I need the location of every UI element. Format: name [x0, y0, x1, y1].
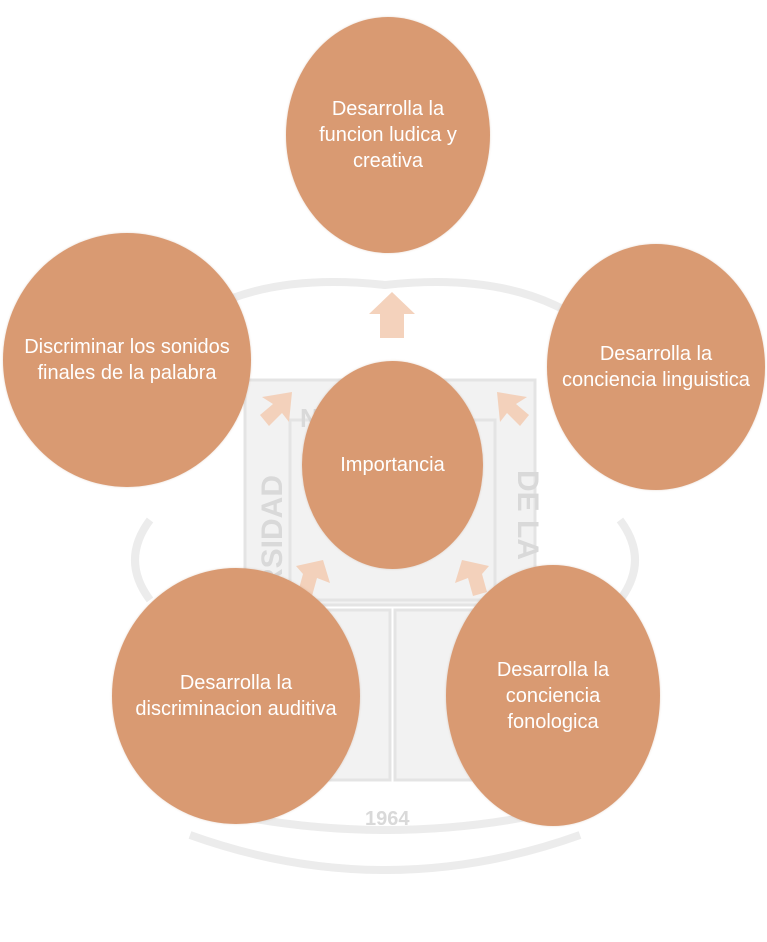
center-label: Importancia [340, 454, 445, 476]
node-conciencia-linguistica: Desarrolla la conciencia linguistica [547, 244, 765, 490]
node-importancia-center: Importancia [302, 361, 483, 569]
node-label: Desarrolla la conciencia fonologica [496, 658, 610, 733]
arrow-down-right [455, 560, 489, 596]
node-label: Desarrolla la funcion ludica y creativa [319, 98, 457, 172]
node-label: Desarrolla la conciencia linguistica [562, 343, 750, 391]
node-sonidos-finales: Discriminar los sonidos finales de la pa… [3, 233, 251, 487]
watermark-right-text: DE LA [511, 470, 544, 560]
node-label: Discriminar los sonidos finales de la pa… [24, 336, 230, 384]
arrow-down-left [296, 560, 330, 596]
arrow-up [369, 292, 415, 338]
arrow-up-right [497, 392, 529, 426]
watermark-year: 1964 [365, 808, 410, 830]
node-discriminacion-auditiva: Desarrolla la discriminacion auditiva [112, 568, 360, 824]
node-label: Desarrolla la discriminacion auditiva [135, 672, 337, 720]
node-conciencia-fonologica: Desarrolla la conciencia fonologica [446, 565, 660, 826]
node-funcion-ludica: Desarrolla la funcion ludica y creativa [286, 17, 490, 253]
arrow-up-left [260, 392, 292, 426]
